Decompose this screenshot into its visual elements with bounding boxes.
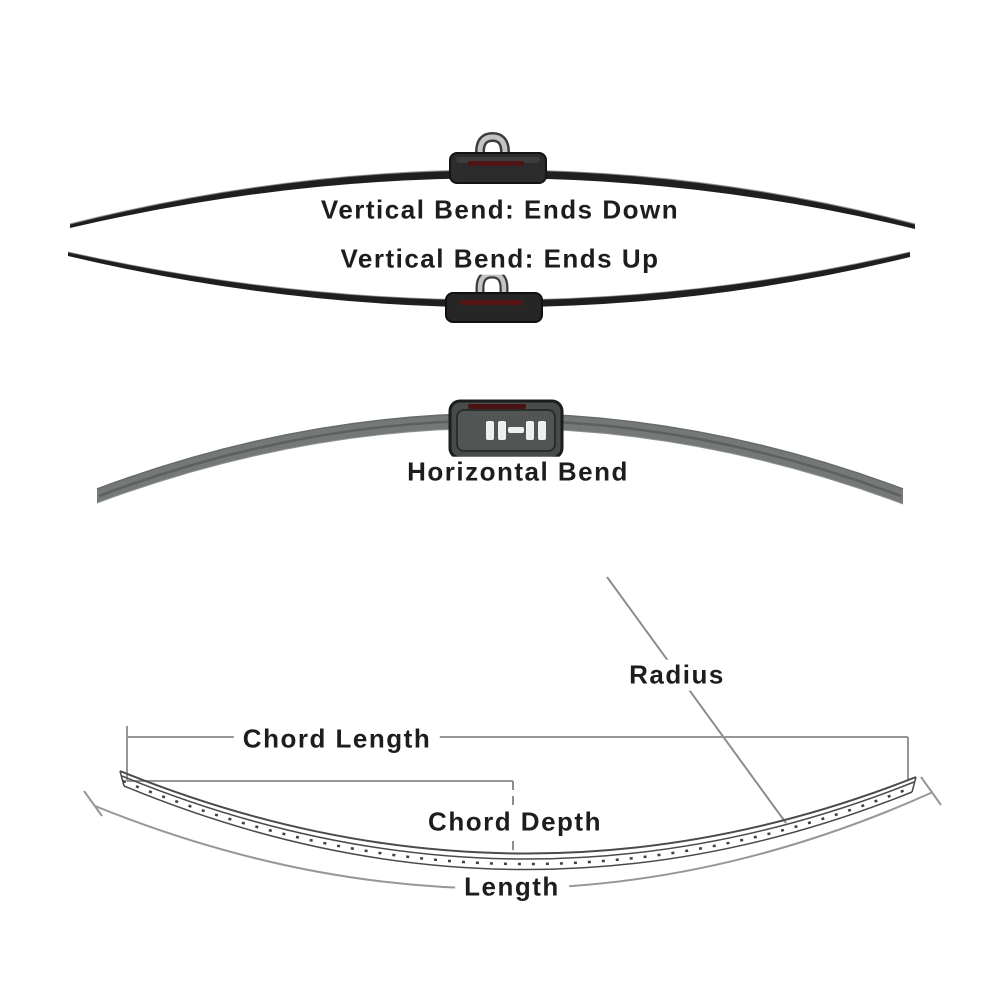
blade-vertical-ends-up <box>67 251 911 323</box>
measurement-diagram <box>83 576 942 890</box>
band-left-tip-cap <box>119 770 125 787</box>
blade-ends-up-connector <box>445 292 543 323</box>
length-left-tick <box>83 790 103 817</box>
blade-horizontal-shape <box>97 413 903 504</box>
band-rubber-dotted <box>122 779 914 866</box>
blade-horizontal-connector-clips <box>486 421 546 440</box>
label-chord-depth: Chord Depth <box>419 806 611 838</box>
band-right-tip-cap <box>911 776 917 793</box>
blade-horizontal-bend <box>96 399 904 505</box>
label-horizontal-bend: Horizontal Bend <box>398 456 638 488</box>
blade-vertical-ends-down <box>69 131 916 229</box>
blade-ends-up-connector-red-stripe <box>461 300 523 305</box>
band-bottom-edge <box>123 785 913 871</box>
blade-ends-down-shape <box>70 170 915 229</box>
blade-ends-down-hook-metal <box>477 134 508 168</box>
band-second-edge <box>121 775 915 860</box>
blade-ends-up-shape <box>68 252 910 308</box>
label-vertical-bend-ends-down: Vertical Bend: Ends Down <box>311 194 689 226</box>
label-length: Length <box>455 871 569 903</box>
label-chord-length: Chord Length <box>233 723 441 755</box>
band-top-edge <box>119 770 917 855</box>
label-vertical-bend-ends-up: Vertical Bend: Ends Up <box>331 243 669 275</box>
blade-ends-down-connector-red-stripe <box>468 161 524 166</box>
length-right-tick <box>920 776 942 806</box>
radius-line <box>606 576 787 824</box>
label-radius: Radius <box>620 659 734 691</box>
blade-horizontal-connector-red-stripe <box>468 404 526 409</box>
